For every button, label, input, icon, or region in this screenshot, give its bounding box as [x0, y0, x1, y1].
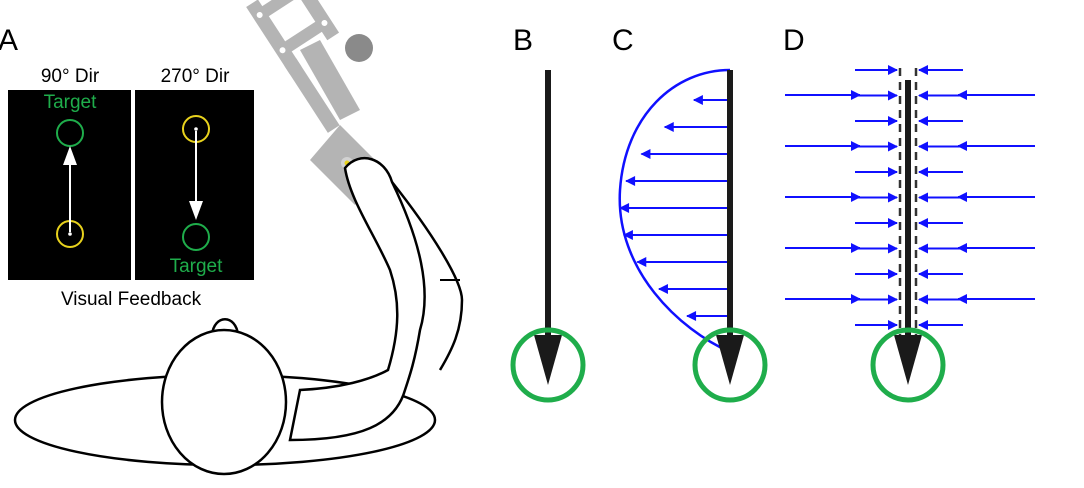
- panel-c-label: C: [612, 24, 634, 57]
- motor-joint: [345, 34, 373, 62]
- left-direction-arrowhead: [63, 146, 77, 165]
- panel-d-movement-arrowhead: [894, 335, 922, 385]
- panel-c-movement-arrowhead: [716, 335, 744, 385]
- right-target-label: Target: [170, 256, 224, 277]
- right-arm: [288, 157, 426, 442]
- right-cursor-dot: [194, 127, 198, 131]
- head: [160, 328, 288, 476]
- visual-feedback-caption: Visual Feedback: [61, 289, 202, 310]
- panel-b-null-field: [510, 70, 586, 403]
- panel-b-label: B: [513, 24, 533, 57]
- left-target-label: Target: [44, 92, 98, 113]
- right-screen: [135, 90, 254, 280]
- panel-b-target-circle: [510, 327, 586, 403]
- panel-b-movement-arrowhead: [534, 335, 562, 385]
- right-screen-title: 270° Dir: [161, 66, 231, 87]
- panel-d-label: D: [783, 24, 805, 57]
- forearm-outline: [391, 181, 464, 371]
- panel-c-force-profile: [618, 68, 731, 354]
- seated-subject-icon: [13, 157, 460, 476]
- panel-d-force-channel: [785, 65, 1035, 403]
- left-screen-title: 90° Dir: [41, 66, 100, 87]
- panel-c-force-vectors: [619, 95, 730, 321]
- right-target-circle: [182, 223, 210, 251]
- panel-d-target-circle: [870, 327, 946, 403]
- right-direction-arrowhead: [189, 201, 203, 220]
- panel-c-force-field: [618, 68, 768, 403]
- visual-feedback-display: 90° Dir 270° Dir Target Target Visual Fe…: [8, 66, 254, 310]
- panel-c-target-circle: [692, 327, 768, 403]
- panel-d-force-vectors: [785, 65, 1035, 330]
- panel-a-label: A: [0, 24, 18, 57]
- left-cursor-dot: [68, 232, 72, 236]
